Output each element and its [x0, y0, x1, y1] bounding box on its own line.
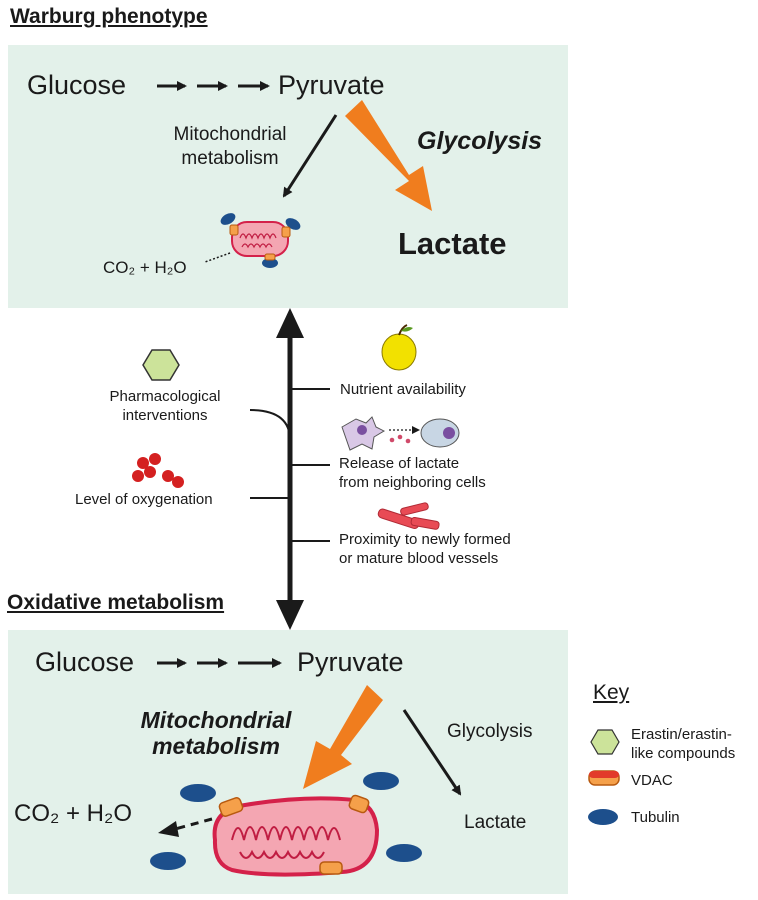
factor-pharmacological-line2: interventions [122, 407, 208, 424]
bottom-glycolysis-label: Glycolysis [447, 721, 533, 742]
bottom-glucose-label: Glucose [35, 647, 135, 677]
top-co2-dotted-arrow [204, 252, 231, 263]
top-mito-label-line1: Mitochondrial [173, 124, 287, 145]
key-vdac-label: VDAC [631, 772, 673, 789]
top-mito-arrow [282, 114, 338, 198]
key-vdac-icon [588, 770, 620, 786]
top-glycolysis-label: Glycolysis [417, 127, 543, 155]
bottom-mito-line2: metabolism [152, 733, 280, 759]
red-blood-cells-icon [132, 453, 184, 488]
cells-lactate-icon [341, 416, 460, 451]
top-co2-h2o-label: CO₂ + H₂O [103, 258, 187, 277]
bottom-mito-orange-arrow [303, 685, 383, 789]
factor-vessels-line2: or mature blood vessels [339, 550, 499, 567]
bottom-co2-dashed-arrow [158, 817, 213, 837]
blood-vessel-icon [377, 502, 440, 530]
bottom-mitochondrion-icon [212, 794, 380, 877]
center-double-arrow [276, 308, 304, 630]
key-erastin-hexagon-icon [590, 729, 620, 755]
key-erastin-label-line1: Erastin/erastin- [631, 726, 732, 743]
bottom-co2-h2o-label: CO₂ + H₂O [14, 800, 132, 827]
bottom-mito-line1: Mitochondrial [140, 707, 292, 733]
warburg-panel [8, 45, 568, 308]
top-mitochondrion-icon [220, 213, 301, 268]
key-tubulin-label: Tubulin [631, 809, 680, 826]
key-tubulin-icon [588, 809, 618, 825]
top-pyruvate-label: Pyruvate [278, 70, 385, 100]
top-glycolysis-arrow [345, 100, 432, 211]
top-mito-label-line2: metabolism [181, 148, 279, 169]
factor-connectors [249, 388, 330, 542]
warburg-heading: Warburg phenotype [10, 5, 208, 28]
oxidative-heading: Oxidative metabolism [7, 591, 225, 614]
bottom-glycolysis-arrow [402, 709, 462, 796]
factor-pharmacological-line1: Pharmacological [109, 388, 221, 405]
apple-icon [381, 324, 417, 371]
factor-nutrient: Nutrient availability [340, 381, 466, 398]
factor-vessels-line1: Proximity to newly formed [339, 531, 511, 548]
factor-lactate-release-line2: from neighboring cells [339, 474, 486, 491]
key-erastin-label-line2: like compounds [631, 745, 736, 762]
key-title: Key [593, 681, 630, 704]
top-lactate-label: Lactate [398, 226, 507, 261]
pharmacological-hexagon-icon [142, 349, 180, 381]
factor-oxygenation: Level of oxygenation [75, 491, 213, 508]
top-glucose-label: Glucose [27, 70, 127, 100]
factor-lactate-release-line1: Release of lactate [339, 455, 460, 472]
tubulin-icons [150, 772, 422, 870]
bottom-lactate-label: Lactate [464, 812, 527, 833]
bottom-pyruvate-label: Pyruvate [297, 647, 404, 677]
